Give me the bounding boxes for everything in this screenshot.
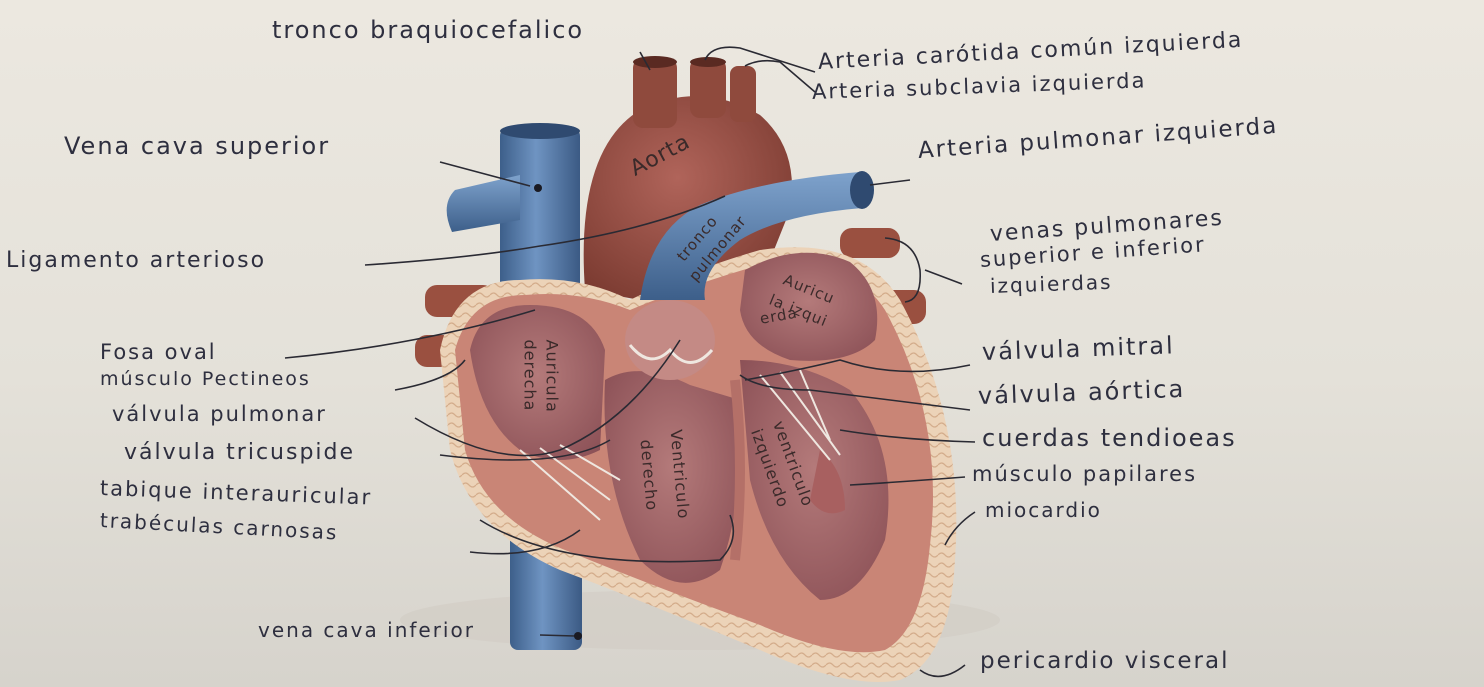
interventricular-septum bbox=[735, 380, 740, 560]
pulmonary-valve bbox=[625, 300, 715, 380]
label-valvula-pulmonar: válvula pulmonar bbox=[112, 402, 327, 426]
label-vena-cava-superior: Vena cava superior bbox=[64, 132, 330, 160]
label-ligamento-arterioso: Ligamento arterioso bbox=[6, 248, 266, 273]
line-pericardio bbox=[920, 665, 965, 676]
subclavian-branch bbox=[730, 66, 756, 122]
label-tronco-braquiocefalico: tronco braquiocefalico bbox=[272, 16, 584, 44]
branch-openings bbox=[633, 56, 677, 68]
carotid-opening bbox=[690, 57, 726, 67]
dot-svc bbox=[534, 184, 542, 192]
label-cuerdas-tendinosas: cuerdas tendioeas bbox=[982, 424, 1237, 452]
brachiocephalic-branch bbox=[633, 58, 677, 128]
label-auricula-der-1: Auricula bbox=[543, 340, 562, 413]
label-auricula-der-2: derecha bbox=[521, 340, 540, 412]
label-musculo-pectineos: músculo Pectineos bbox=[100, 368, 311, 390]
pulmonary-vein-upper bbox=[840, 228, 900, 258]
label-vena-cava-inferior: vena cava inferior bbox=[258, 618, 475, 642]
label-valvula-tricuspide: válvula tricuspide bbox=[124, 440, 355, 465]
line-vena-cava-inf bbox=[540, 635, 575, 636]
label-miocardio: miocardio bbox=[985, 498, 1102, 522]
line-arteria-pulmonar bbox=[870, 180, 910, 185]
label-musculo-papilares: músculo papilares bbox=[972, 462, 1197, 486]
label-fosa-oval: Fosa oval bbox=[100, 340, 217, 364]
svc-opening bbox=[500, 123, 580, 139]
dot-ivc bbox=[574, 632, 582, 640]
pulmonary-artery-opening bbox=[850, 171, 874, 209]
label-pericardio-visceral: pericardio visceral bbox=[980, 648, 1229, 674]
label-venas-pulmonares-3: izquierdas bbox=[990, 270, 1113, 298]
